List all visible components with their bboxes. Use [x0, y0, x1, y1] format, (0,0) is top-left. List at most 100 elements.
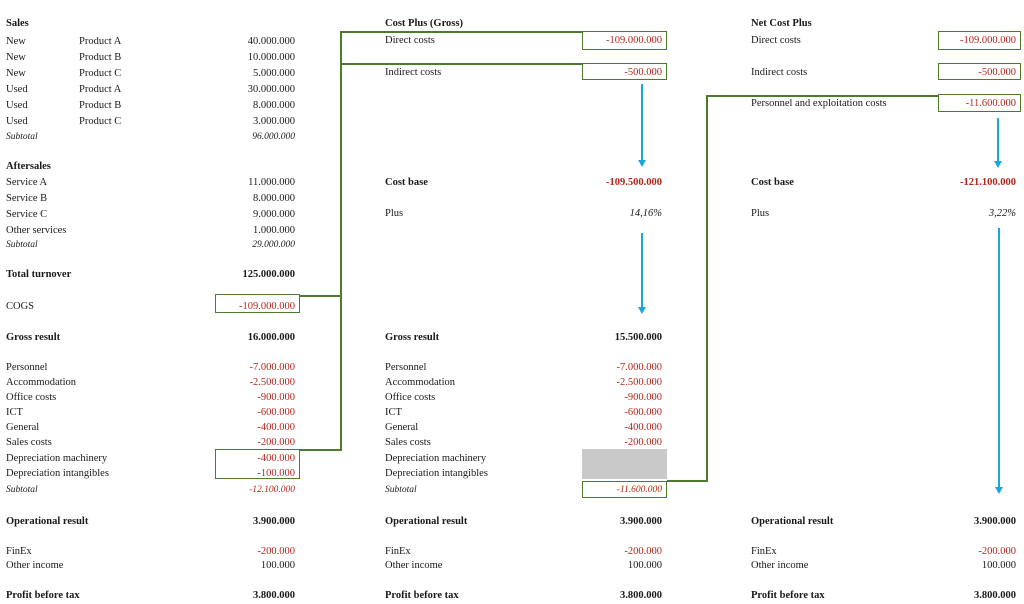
aftersales-row-2-value: 8.000.000 — [253, 193, 295, 204]
sales-row-1-value: 40.000.000 — [247, 36, 295, 47]
sales-row-4-value: 30.000.000 — [247, 84, 295, 95]
profit-before-tax-value: 3.800.000 — [253, 590, 295, 601]
sales-subtotal-value: 96.000.000 — [252, 132, 295, 142]
sales-row-2-type: New — [6, 52, 26, 63]
cost-plus-header: Cost Plus (Gross) — [385, 18, 463, 29]
cp-opex-depr-intangibles-label: Depreciation intangibles — [385, 468, 488, 479]
opex-row-sales-costs-value: -200.000 — [257, 437, 295, 448]
cp-opex-personnel-label: Personnel — [385, 362, 427, 373]
cp-indirect-costs-box — [582, 63, 667, 80]
connector-indirect-costs-top — [340, 63, 582, 65]
cp-cost-base-value: -109.500.000 — [606, 177, 662, 188]
opex-row-depr-intangibles-value: -100.000 — [257, 468, 295, 479]
sales-header: Sales — [6, 18, 29, 29]
cp-opex-ict-label: ICT — [385, 407, 402, 418]
sales-row-3-value: 5.000.000 — [253, 68, 295, 79]
ncp-plus-label: Plus — [751, 208, 770, 219]
opex-row-depr-intangibles-label: Depreciation intangibles — [6, 468, 109, 479]
cp-direct-costs-box — [582, 31, 667, 50]
sales-row-3-type: New — [6, 68, 26, 79]
cp-opex-sales-costs-label: Sales costs — [385, 437, 431, 448]
cp-finex-value: -200.000 — [624, 546, 662, 557]
cp-opex-accommodation-value: -2.500.000 — [616, 377, 663, 388]
excluded-depreciation-cell — [582, 449, 667, 479]
cp-finex-label: FinEx — [385, 546, 411, 557]
cp-gross-result-label: Gross result — [385, 332, 440, 343]
aftersales-row-3-value: 9.000.000 — [253, 209, 295, 220]
aftersales-subtotal-value: 29.000.000 — [252, 240, 295, 250]
sales-row-2-value: 10.000.000 — [247, 52, 295, 63]
other-income-label: Other income — [6, 560, 64, 571]
ncp-operational-result-value: 3.900.000 — [974, 516, 1016, 527]
aftersales-header: Aftersales — [6, 161, 51, 172]
ncp-indirect-costs-box — [938, 63, 1021, 80]
connector-depreciation-vertical — [340, 63, 342, 450]
ncp-direct-costs-box — [938, 31, 1021, 50]
ncp-cost-base-value: -121.100.000 — [960, 177, 1016, 188]
aftersales-row-4-label: Other services — [6, 225, 67, 236]
ncp-personnel-exploitation-label: Personnel and exploitation costs — [751, 98, 887, 109]
sales-row-3-product: Product C — [79, 68, 122, 79]
sales-row-2-product: Product B — [79, 52, 122, 63]
cp-indirect-costs-label: Indirect costs — [385, 67, 442, 78]
sales-row-1-product: Product A — [79, 36, 122, 47]
connector-depreciation-horizontal — [300, 449, 342, 451]
opex-row-depr-machinery-label: Depreciation machinery — [6, 453, 108, 464]
cp-profit-before-tax-value: 3.800.000 — [620, 590, 662, 601]
sales-row-5-product: Product B — [79, 100, 122, 111]
ncp-personnel-exploitation-box — [938, 94, 1021, 112]
connector-personnel-vertical — [706, 95, 708, 482]
ncp-cost-base-label: Cost base — [751, 177, 794, 188]
sales-row-6-type: Used — [6, 116, 28, 127]
net-cost-plus-header: Net Cost Plus — [751, 18, 812, 29]
cp-subtotal-box — [582, 481, 667, 498]
depreciation-highlight-box — [215, 449, 300, 479]
cp-opex-ict-value: -600.000 — [624, 407, 662, 418]
operational-result-label: Operational result — [6, 516, 89, 527]
sales-row-4-product: Product A — [79, 84, 122, 95]
cp-gross-result-value: 15.500.000 — [614, 332, 662, 343]
cogs-label: COGS — [6, 301, 35, 312]
ncp-indirect-costs-value: -500.000 — [978, 67, 1016, 78]
operational-result-value: 3.900.000 — [253, 516, 295, 527]
opex-row-general-label: General — [6, 422, 40, 433]
cp-direct-costs-label: Direct costs — [385, 35, 435, 46]
ncp-finex-label: FinEx — [751, 546, 777, 557]
aftersales-row-4-value: 1.000.000 — [253, 225, 295, 236]
connector-cogs-horizontal — [300, 295, 342, 297]
ncp-direct-costs-value: -109.000.000 — [960, 35, 1016, 46]
cp-indirect-costs-value: -500.000 — [624, 67, 662, 78]
cp-opex-office-value: -900.000 — [624, 392, 662, 403]
sales-row-6-product: Product C — [79, 116, 122, 127]
cp-plus-value: 14,16% — [629, 208, 662, 219]
cp-opex-personnel-value: -7.000.000 — [616, 362, 663, 373]
gross-result-label: Gross result — [6, 332, 61, 343]
ncp-personnel-exploitation-value: -11.600.000 — [965, 98, 1016, 109]
sales-row-4-type: Used — [6, 84, 28, 95]
cp-cost-base-label: Cost base — [385, 177, 428, 188]
connector-personnel-top — [706, 95, 938, 97]
opex-row-ict-value: -600.000 — [257, 407, 295, 418]
cp-opex-sales-costs-value: -200.000 — [624, 437, 662, 448]
cp-other-income-value: 100.000 — [627, 560, 662, 571]
opex-row-general-value: -400.000 — [257, 422, 295, 433]
opex-row-personnel-value: -7.000.000 — [249, 362, 296, 373]
ncp-other-income-label: Other income — [751, 560, 809, 571]
connector-direct-costs-top — [340, 31, 582, 33]
opex-row-sales-costs-label: Sales costs — [6, 437, 52, 448]
cp-direct-costs-value: -109.000.000 — [606, 35, 662, 46]
ncp-finex-value: -200.000 — [978, 546, 1016, 557]
sales-row-1-type: New — [6, 36, 26, 47]
opex-subtotal-label: Subtotal — [6, 485, 38, 495]
sales-row-5-value: 8.000.000 — [253, 100, 295, 111]
opex-row-personnel-label: Personnel — [6, 362, 48, 373]
profit-before-tax-label: Profit before tax — [6, 590, 80, 601]
ncp-plus-value: 3,22% — [988, 208, 1016, 219]
sales-row-5-type: Used — [6, 100, 28, 111]
finex-label: FinEx — [6, 546, 32, 557]
ncp-other-income-value: 100.000 — [981, 560, 1016, 571]
opex-row-office-value: -900.000 — [257, 392, 295, 403]
connector-subtotal-horizontal — [667, 480, 707, 482]
cp-plus-label: Plus — [385, 208, 404, 219]
cp-opex-depr-machinery-label: Depreciation machinery — [385, 453, 487, 464]
